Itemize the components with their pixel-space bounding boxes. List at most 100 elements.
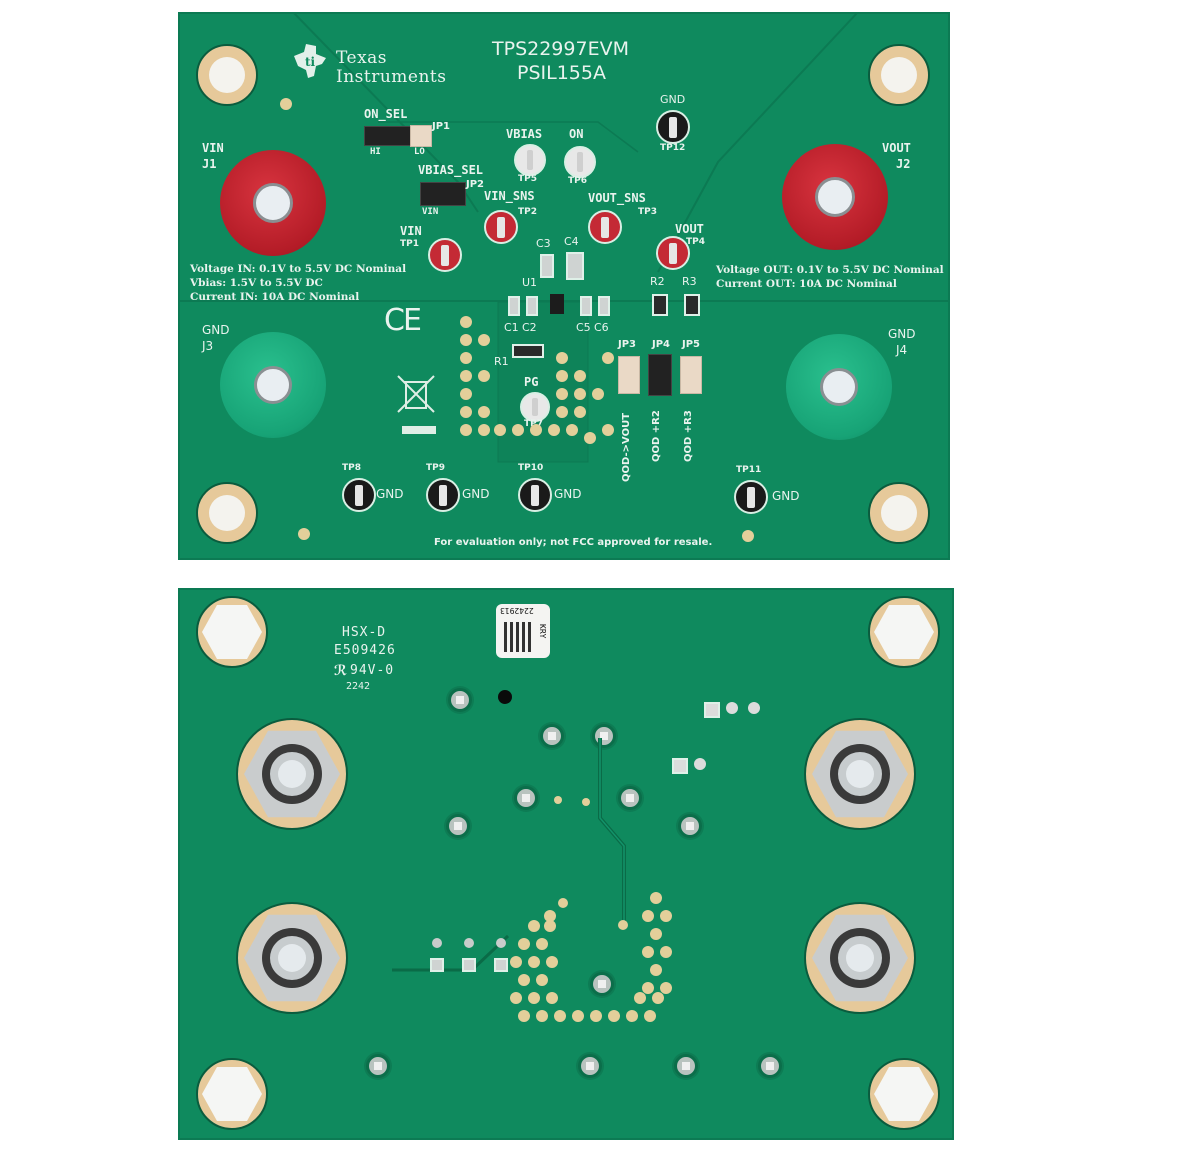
serial-label: 2242913 KRY: [496, 604, 550, 658]
ul-recognized-icon: ℛ: [334, 663, 348, 679]
c3-label: C3: [536, 237, 551, 250]
tp12-label: GND: [660, 93, 686, 106]
tp5-ref: TP5: [518, 174, 537, 184]
r2-label: R2: [650, 275, 665, 288]
j1-ref: J1: [202, 157, 217, 171]
jp4-label: QOD +R2: [651, 410, 662, 462]
jp3-ref: JP3: [618, 339, 637, 350]
tp6-label: ON: [569, 127, 584, 141]
tp11-ref: TP11: [736, 465, 762, 475]
capacitor-c2: [526, 296, 538, 316]
date-code: 2242: [346, 681, 371, 692]
test-point-tp9[interactable]: [426, 478, 460, 512]
resistor-r2: [652, 294, 668, 316]
test-point-tp2[interactable]: [484, 210, 518, 244]
u1-label: U1: [522, 276, 538, 289]
mounting-hole-bottom-left: [196, 482, 258, 544]
fiducial-mark: [498, 690, 512, 704]
jp4-shunt[interactable]: [648, 354, 672, 396]
ic-u1-load-switch: [550, 294, 564, 314]
jp1-lo-label: LO: [414, 147, 425, 157]
ce-mark: CE: [384, 303, 422, 338]
tp3-ref: TP3: [638, 207, 657, 217]
logo-text-texas: Texas: [336, 48, 388, 68]
j2-label: VOUT: [882, 141, 911, 155]
test-point-tp5[interactable]: [514, 144, 546, 176]
mounting-hole-bottom-right: [868, 482, 930, 544]
tp6-ref: TP6: [568, 176, 587, 186]
via: [280, 98, 292, 110]
copper-traces: [392, 738, 626, 972]
jp1-shunt[interactable]: [364, 126, 412, 146]
test-point-tp6[interactable]: [564, 146, 596, 178]
label-code: KRY: [538, 624, 547, 639]
spec-vbias: Vbias: 1.5V to 5.5V DC: [190, 277, 323, 289]
banana-jack-j2-vout[interactable]: [782, 144, 888, 250]
mounting-nut-top-left: [196, 596, 268, 668]
resistor-r1: [512, 344, 544, 358]
spec-current-in: Current IN: 10A DC Nominal: [190, 291, 360, 303]
jp1-ref: JP1: [432, 121, 451, 132]
test-point-tp11[interactable]: [734, 480, 768, 514]
c1-label: C1: [504, 321, 519, 334]
pcb-top-view: ti Texas Instruments TPS22997EVM PSIL155…: [178, 12, 950, 560]
weee-bin-icon: [397, 375, 435, 413]
tp5-label: VBIAS: [506, 127, 543, 141]
j4-label: GND: [888, 327, 916, 341]
tp7-label: PG: [524, 375, 539, 389]
fab-code: HSX-D: [342, 625, 387, 640]
tp2-ref: TP2: [518, 207, 537, 217]
ti-logo-icon: ti: [294, 44, 326, 78]
test-point-tp8[interactable]: [342, 478, 376, 512]
ul-file-number: E509426: [334, 643, 396, 658]
r1-label: R1: [494, 355, 509, 368]
resistor-r3: [684, 294, 700, 316]
datamatrix-code-icon: [504, 622, 534, 652]
test-point-tp12[interactable]: [656, 110, 690, 144]
tp2-label: VIN_SNS: [484, 189, 535, 203]
mounting-nut-bottom-left: [196, 1058, 268, 1130]
capacitor-c5: [580, 296, 592, 316]
mounting-nut-top-right: [868, 596, 940, 668]
mounting-nut-bottom-right: [868, 1058, 940, 1130]
jp2-shunt[interactable]: [420, 182, 466, 206]
j2-ref: J2: [896, 157, 911, 171]
tp4-label: VOUT: [675, 222, 704, 236]
board-title: TPS22997EVM: [492, 38, 629, 60]
test-point-tp3[interactable]: [588, 210, 622, 244]
jp2-label: VBIAS_SEL: [418, 163, 484, 177]
j4-ref: J4: [896, 343, 908, 357]
via: [298, 528, 310, 540]
capacitor-c6: [598, 296, 610, 316]
mounting-hole-top-left: [196, 44, 258, 106]
tp11-label: GND: [772, 489, 800, 503]
spec-current-out: Current OUT: 10A DC Nominal: [716, 278, 897, 290]
j3-label: GND: [202, 323, 230, 337]
jack-nut-j1: [236, 718, 348, 830]
disclaimer-text: For evaluation only; not FCC approved fo…: [434, 537, 713, 548]
j1-label: VIN: [202, 141, 224, 155]
banana-jack-j1-vin[interactable]: [220, 150, 326, 256]
tp8-label: GND: [376, 487, 404, 501]
jp5-header[interactable]: [680, 356, 702, 394]
jp2-ref: JP2: [466, 179, 485, 190]
jack-nut-j4: [804, 902, 916, 1014]
banana-jack-j4-gnd[interactable]: [786, 334, 892, 440]
plane-divider: [178, 300, 950, 302]
capacitor-c4: [566, 252, 584, 280]
c5-label: C5: [576, 321, 591, 334]
tp10-label: GND: [554, 487, 582, 501]
jp3-header[interactable]: [618, 356, 640, 394]
tp10-ref: TP10: [518, 463, 544, 473]
test-point-tp10[interactable]: [518, 478, 552, 512]
jp3-label: QOD->VOUT: [621, 412, 632, 482]
jp4-ref: JP4: [652, 339, 671, 350]
weee-bar: [402, 426, 436, 434]
test-point-tp4[interactable]: [656, 236, 690, 270]
banana-jack-j3-gnd[interactable]: [220, 332, 326, 438]
via: [742, 530, 754, 542]
tp4-ref: TP4: [686, 237, 705, 247]
capacitor-c3: [540, 254, 554, 278]
test-point-tp7[interactable]: [520, 392, 550, 422]
test-point-tp1[interactable]: [428, 238, 462, 272]
